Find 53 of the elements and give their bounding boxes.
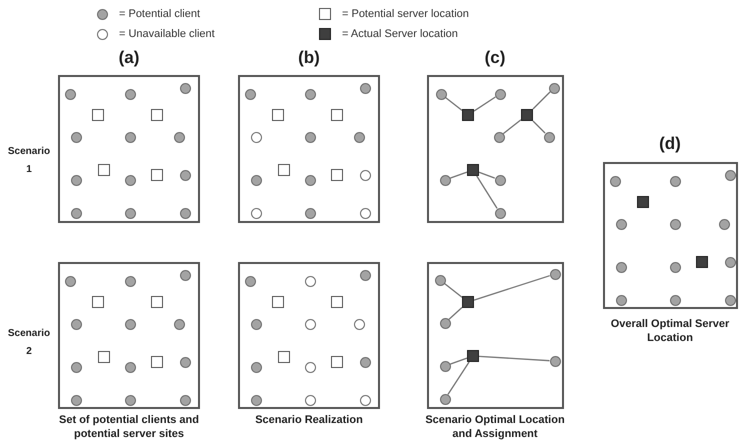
scenario-panel (58, 75, 200, 223)
scenario-label: Scenario 2 (6, 327, 52, 359)
legend-label: = Potential server location (342, 8, 469, 20)
client-marker (440, 174, 450, 186)
client-marker (494, 208, 506, 218)
panel-letter: (c) (484, 49, 506, 68)
client-marker (550, 268, 560, 280)
panel-caption: Set of potential clients and potential server sites (58, 414, 200, 442)
scenario-panel (58, 262, 200, 409)
server-marker (462, 109, 474, 121)
panel-letter: (b) (297, 49, 321, 68)
assignment-line (450, 172, 468, 179)
client-marker (494, 88, 506, 100)
assignment-line (502, 119, 522, 134)
server-marker (521, 109, 533, 121)
legend-label: = Unavailable client (119, 28, 215, 40)
scenario-label: Scenario 1 (6, 145, 52, 177)
client-marker (548, 82, 560, 94)
client-marker (434, 274, 446, 286)
scenario-panel (603, 162, 738, 309)
client-marker (494, 174, 506, 186)
client-marker (436, 88, 446, 100)
client-marker (440, 394, 450, 404)
client-marker (494, 132, 504, 142)
client-marker (440, 318, 450, 328)
assignment-line (444, 96, 462, 111)
legend-label: = Actual Server location (342, 28, 458, 40)
assignment-line (476, 176, 498, 209)
panel-caption: Scenario Optimal Location and Assignment (424, 414, 566, 442)
scenario-panel (427, 75, 564, 223)
assignment-line (474, 275, 550, 301)
server-marker (462, 296, 474, 308)
scenario-panel (238, 75, 380, 223)
server-marker (467, 164, 479, 176)
client-marker (550, 356, 560, 366)
assignment-line (444, 282, 462, 298)
assignment-line (532, 120, 546, 134)
assignment-line (448, 307, 462, 320)
assignment-line (474, 96, 496, 112)
assignment-line (478, 356, 550, 362)
panel-letter: (a) (118, 49, 140, 68)
assignment-line (450, 358, 468, 365)
server-marker (467, 350, 479, 362)
scenario-panel (427, 262, 564, 409)
panel-caption: Scenario Realization (254, 414, 364, 428)
assignment-line (478, 172, 496, 179)
client-marker (440, 360, 450, 372)
assignment-line (532, 91, 551, 110)
client-marker (544, 132, 554, 142)
panel-caption: Overall Optimal Server Location (610, 318, 730, 346)
scenario-panel (238, 262, 380, 409)
panel-letter: (d) (658, 135, 682, 154)
legend-label: = Potential client (119, 8, 200, 20)
